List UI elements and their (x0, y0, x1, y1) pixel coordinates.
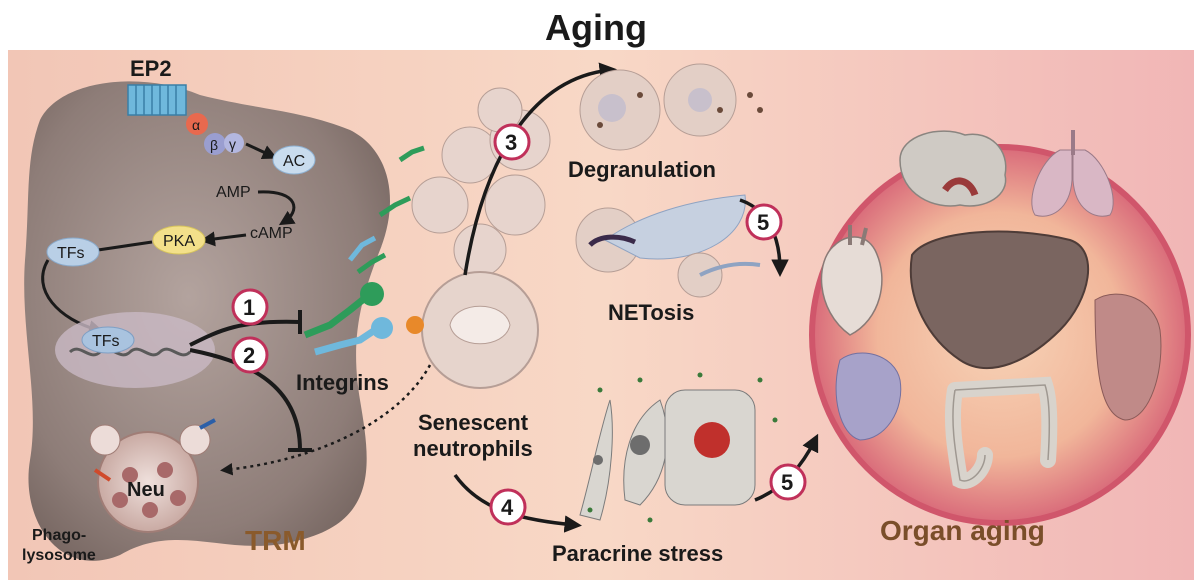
neu-label: Neu (127, 479, 165, 501)
gamma-label: γ (229, 136, 236, 152)
g-gamma-subunit (224, 133, 244, 153)
arrow-g-to-ac (245, 142, 278, 160)
amp-label: AMP (216, 184, 251, 201)
camp-label: cAMP (250, 225, 293, 242)
netosis-label: NETosis (608, 300, 694, 325)
pka-label: PKA (163, 233, 195, 250)
g-beta-subunit (204, 133, 226, 155)
tfs-nucleus-label: TFs (92, 333, 120, 350)
arrow-amp-to-camp (257, 190, 296, 226)
intestine-icon (944, 376, 1058, 489)
step-badge-2: 2 (231, 336, 269, 374)
ac-label: AC (283, 153, 305, 170)
paracrine-stress-cells (579, 372, 778, 523)
integrins-label: Integrins (296, 370, 389, 395)
svg-text:5: 5 (757, 210, 769, 235)
svg-text:2: 2 (243, 343, 255, 368)
pka-node (152, 225, 206, 255)
svg-text:1: 1 (243, 295, 255, 320)
senescent-label-line2: neutrophils (413, 436, 533, 461)
phago-label-line2: lysosome (22, 547, 96, 564)
dotted-arrow-engulfment (220, 364, 432, 476)
inhibit-line-2 (189, 348, 302, 451)
step-badge-5-lower: 5 (769, 463, 807, 501)
ep2-label: EP2 (130, 56, 172, 81)
phagolysosome (89, 418, 216, 533)
step-badge-5-upper: 5 (745, 203, 783, 241)
liver-icon (909, 230, 1090, 369)
heart-icon (820, 225, 883, 336)
paracrine-stress-label: Paracrine stress (552, 541, 723, 566)
phago-label-line1: Phago- (32, 527, 86, 544)
beta-label: β (210, 137, 218, 153)
step-badge-1: 1 (231, 288, 269, 326)
g-alpha-subunit (186, 113, 208, 135)
tfs-top-node (46, 237, 100, 267)
dna-strand (68, 347, 192, 357)
tfs-nucleus-node (81, 326, 135, 354)
degranulation-cells (579, 63, 763, 151)
brain-icon (899, 130, 1007, 207)
spleen-icon (835, 352, 902, 441)
step-badge-3: 3 (493, 123, 531, 161)
senescent-neutrophil (406, 271, 539, 389)
svg-text:4: 4 (501, 495, 514, 520)
arrow-camp-to-pka (200, 231, 247, 247)
degranulation-label: Degranulation (568, 157, 716, 182)
step-badge-4: 4 (489, 488, 527, 526)
organ-aging-label: Organ aging (880, 515, 1045, 546)
svg-text:5: 5 (781, 470, 793, 495)
alpha-label: α (192, 117, 200, 133)
line-pka-to-tfs (97, 240, 153, 252)
integrin-receptors (303, 145, 425, 356)
ac-node (272, 145, 316, 175)
inhibit-line-1 (189, 319, 301, 347)
lungs-icon (1031, 130, 1114, 217)
aging-title: Aging (545, 7, 647, 48)
svg-text:3: 3 (505, 130, 517, 155)
trm-label: TRM (245, 525, 306, 556)
ep2-receptor (127, 84, 187, 116)
tfs-top-label: TFs (57, 245, 85, 262)
netosis-cells (575, 194, 761, 298)
senescent-label-line1: Senescent (418, 410, 529, 435)
pancreas-icon (1094, 293, 1162, 421)
